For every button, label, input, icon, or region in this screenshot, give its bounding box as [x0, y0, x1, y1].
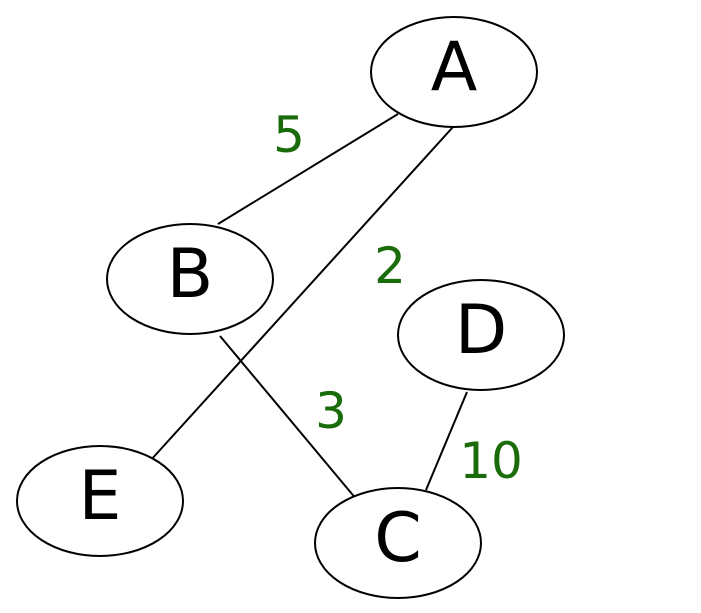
- node-c-label: C: [374, 499, 421, 578]
- node-a-label: A: [431, 28, 478, 107]
- node-a: A: [370, 16, 538, 128]
- edge-b-c-weight: 3: [315, 382, 347, 440]
- node-a-ellipse: [370, 16, 538, 128]
- node-c: C: [314, 487, 482, 599]
- node-e: E: [16, 445, 184, 557]
- node-b: B: [106, 223, 274, 335]
- weights-layer: 5 2 3 10: [273, 106, 523, 490]
- node-d-ellipse: [397, 279, 565, 391]
- node-c-ellipse: [314, 487, 482, 599]
- nodes-layer: A B C D E: [16, 16, 565, 599]
- node-b-ellipse: [106, 223, 274, 335]
- edge-b-c: [219, 335, 358, 501]
- edge-a-b: [217, 113, 399, 225]
- node-b-label: B: [167, 235, 214, 314]
- edge-a-e-weight: 2: [374, 237, 406, 295]
- node-d-label: D: [455, 291, 507, 370]
- edge-a-b-weight: 5: [273, 106, 305, 164]
- edges-layer: [149, 113, 468, 501]
- edge-d-c: [425, 391, 468, 491]
- edge-d-c-weight: 10: [459, 432, 523, 490]
- edge-a-e: [149, 126, 454, 462]
- node-d: D: [397, 279, 565, 391]
- node-e-ellipse: [16, 445, 184, 557]
- node-e-label: E: [79, 457, 122, 536]
